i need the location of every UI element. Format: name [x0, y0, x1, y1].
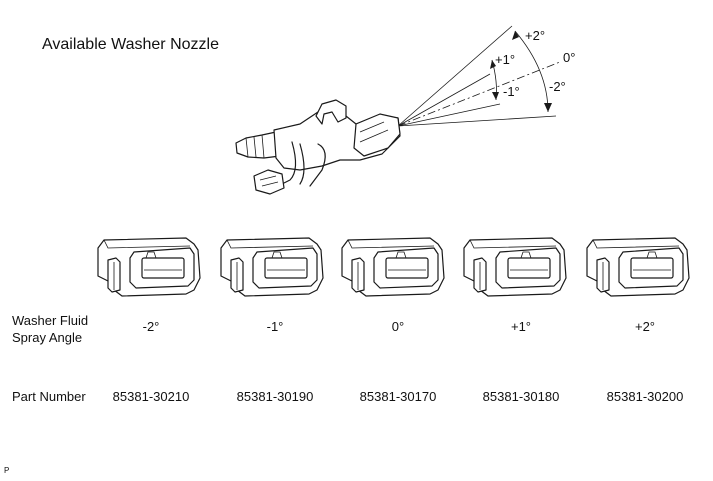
- nozzle-end-view: [220, 237, 324, 297]
- spray-line-minus1: [397, 103, 501, 127]
- arrow-head: [492, 92, 499, 100]
- nozzle-tab: [271, 251, 283, 259]
- nozzle-tab: [145, 251, 157, 259]
- spray-line-plus1: [397, 73, 491, 127]
- spray-angle-value: -2°: [142, 319, 160, 334]
- part-number-row-label: Part Number: [12, 389, 86, 404]
- nozzle-outlet-slot: [141, 257, 185, 279]
- spray-angle-value: 0°: [391, 319, 405, 334]
- spray-fan: [397, 25, 561, 127]
- nozzle-outlet-slot: [264, 257, 308, 279]
- corner-mark: P: [4, 466, 10, 475]
- nozzle-end-view: [341, 237, 445, 297]
- nozzle-illustration: [235, 99, 401, 195]
- nozzle-top-edge: [592, 239, 680, 249]
- nozzle-outlet-slot: [507, 257, 551, 279]
- spray-angle-value: -1°: [266, 319, 284, 334]
- nozzle-end-view: [97, 237, 201, 297]
- spray-line-zero: [397, 61, 561, 127]
- nozzle-outlet-slot: [385, 257, 429, 279]
- part-number-value: 85381-30180: [482, 389, 560, 404]
- nozzle-end-view: [463, 237, 567, 297]
- spray-angle-value: +2°: [634, 319, 656, 334]
- angle-label-plus2: +2°: [525, 28, 546, 43]
- arrow-head: [544, 103, 552, 112]
- nozzle-end-views: [97, 237, 690, 297]
- part-number-value: 85381-30170: [359, 389, 437, 404]
- arrow-head: [490, 60, 496, 69]
- outer-angle-arc: [514, 30, 549, 113]
- nozzle-outlet-slot: [630, 257, 674, 279]
- angle-label-plus1: +1°: [495, 52, 516, 67]
- nozzle-tab: [646, 251, 658, 259]
- spray-line-plus2: [397, 25, 513, 127]
- part-number-value: 85381-30190: [236, 389, 314, 404]
- spray-line-minus2: [397, 115, 557, 127]
- nozzle-top-edge: [347, 239, 435, 249]
- nozzle-top-edge: [469, 239, 557, 249]
- angle-label-minus2: -2°: [549, 79, 566, 94]
- nozzle-tab: [395, 251, 407, 259]
- nozzle-top-edge: [103, 239, 191, 249]
- nozzle-top-edge: [226, 239, 314, 249]
- part-number-value: 85381-30200: [606, 389, 684, 404]
- angle-label-zero: 0°: [563, 50, 576, 65]
- angle-label-minus1: -1°: [503, 84, 520, 99]
- nozzle-tab: [520, 251, 532, 259]
- spray-label-line1: Washer Fluid: [12, 313, 89, 328]
- spray-angle-row-label: Washer Fluid Spray Angle: [12, 312, 88, 346]
- spray-angle-value: +1°: [510, 319, 532, 334]
- spray-label-line2: Spray Angle: [12, 330, 83, 345]
- nozzle-end-view: [586, 237, 690, 297]
- part-number-value: 85381-30210: [112, 389, 190, 404]
- arrow-head: [512, 31, 519, 40]
- diagram-title: Available Washer Nozzle: [42, 36, 219, 53]
